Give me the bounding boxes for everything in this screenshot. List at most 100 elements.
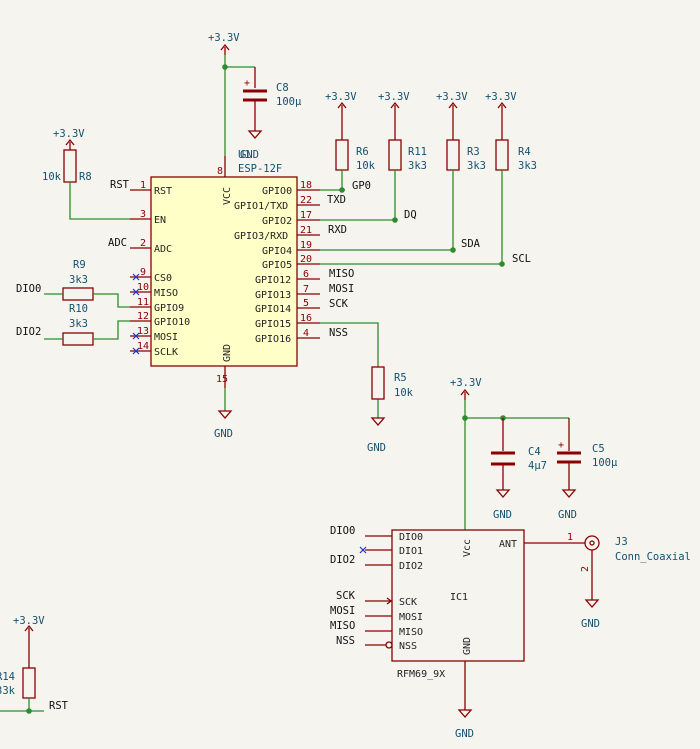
svg-text:21: 21 — [300, 225, 312, 236]
svg-text:GPIO5: GPIO5 — [262, 260, 292, 271]
capacitor-c5[interactable]: + C5 100µ — [557, 418, 618, 470]
label-sck-esp: SCK — [329, 298, 349, 310]
svg-text:4: 4 — [303, 328, 309, 339]
svg-text:J3: J3 — [615, 536, 628, 548]
power-3v3-r11: +3.3V — [378, 91, 410, 140]
svg-text:R4: R4 — [518, 146, 531, 158]
no-connect-markers — [132, 273, 367, 554]
label-dio0-esp: DIO0 — [16, 283, 41, 295]
resistor-r11[interactable]: R11 3k3 — [388, 139, 427, 172]
svg-text:3k3: 3k3 — [69, 274, 88, 286]
rfm69-body[interactable] — [391, 529, 525, 662]
power-3v3-r6: +3.3V — [325, 91, 357, 140]
gnd-c8: GND — [240, 113, 263, 161]
svg-text:GPIO10: GPIO10 — [154, 317, 190, 328]
label-adc: ADC — [108, 237, 127, 249]
gnd-j3: GND — [581, 560, 600, 630]
svg-text:10k: 10k — [394, 387, 414, 399]
resistor-r3[interactable]: R3 3k3 — [446, 139, 486, 172]
connector-j3[interactable]: 1 2 J3 Conn_Coaxial — [567, 532, 691, 572]
svg-text:R6: R6 — [356, 146, 369, 158]
svg-text:GPIO3/RXD: GPIO3/RXD — [234, 231, 288, 242]
svg-text:3: 3 — [140, 209, 146, 220]
svg-text:1: 1 — [567, 532, 573, 543]
svg-text:MISO: MISO — [154, 288, 178, 299]
esp-value: ESP-12F — [238, 163, 282, 175]
resistor-r14[interactable]: R14 33k — [0, 667, 36, 699]
svg-text:DIO2: DIO2 — [399, 561, 423, 572]
svg-text:10k: 10k — [42, 171, 62, 183]
svg-text:MISO: MISO — [399, 627, 423, 638]
svg-text:DIO0: DIO0 — [399, 532, 423, 543]
svg-text:MISO: MISO — [330, 620, 355, 632]
svg-text:+3.3V: +3.3V — [378, 91, 410, 103]
svg-text:RST: RST — [154, 186, 172, 197]
resistor-r6[interactable]: R6 10k — [335, 139, 376, 172]
svg-text:+3.3V: +3.3V — [325, 91, 357, 103]
rfm-gnd-pin: GND — [462, 637, 473, 655]
svg-text:C5: C5 — [592, 443, 605, 455]
svg-text:12: 12 — [137, 311, 149, 322]
capacitor-c8[interactable]: + C8 100µ — [243, 67, 302, 113]
resistor-r5[interactable]: R5 10k — [371, 366, 414, 400]
resistor-r4[interactable]: R4 3k3 — [495, 139, 537, 172]
svg-text:MOSI: MOSI — [154, 332, 178, 343]
svg-text:+3.3V: +3.3V — [53, 128, 85, 140]
svg-text:6: 6 — [303, 269, 309, 280]
rfm-vcc-pin: Vcc — [462, 539, 473, 557]
svg-text:13: 13 — [137, 326, 149, 337]
svg-text:R3: R3 — [467, 146, 480, 158]
label-txd: TXD — [327, 194, 346, 206]
svg-text:C4: C4 — [528, 446, 541, 458]
svg-text:SCK: SCK — [399, 597, 417, 608]
svg-text:ADC: ADC — [154, 244, 172, 255]
label-miso-esp: MISO — [329, 268, 354, 280]
svg-text:3k3: 3k3 — [467, 160, 486, 172]
svg-text:NSS: NSS — [336, 635, 355, 647]
esp-vcc-pin-name: VCC — [222, 187, 233, 205]
resistor-r8[interactable]: R8 10k — [42, 149, 92, 183]
svg-text:DIO2: DIO2 — [330, 554, 355, 566]
svg-text:DIO1: DIO1 — [399, 546, 423, 557]
svg-text:4µ7: 4µ7 — [528, 460, 547, 472]
power-3v3-r14: +3.3V — [13, 615, 45, 668]
svg-text:DIO0: DIO0 — [330, 525, 355, 537]
esp-left-pins: 1 RST 3 EN 2 ADC 9 CS0 10 MISO 11 GPIO9 … — [137, 180, 190, 358]
label-gp0: GP0 — [352, 180, 371, 192]
svg-text:10k: 10k — [356, 160, 376, 172]
svg-text:100µ: 100µ — [276, 96, 302, 108]
rfm-net-labels: DIO0 DIO2 SCK MOSI MISO NSS — [330, 525, 356, 647]
svg-text:33k: 33k — [0, 685, 16, 697]
svg-text:GPIO13: GPIO13 — [255, 290, 291, 301]
svg-text:R11: R11 — [408, 146, 427, 158]
rfm-ref: IC1 — [450, 592, 468, 603]
svg-text:3k3: 3k3 — [408, 160, 427, 172]
resistor-r10[interactable]: R10 3k3 — [62, 303, 94, 346]
capacitor-c4[interactable]: C4 4µ7 — [491, 418, 547, 472]
svg-text:C8: C8 — [276, 82, 289, 94]
svg-text:18: 18 — [300, 180, 312, 191]
svg-text:GPIO0: GPIO0 — [262, 186, 292, 197]
svg-text:3k3: 3k3 — [518, 160, 537, 172]
svg-text:GPIO9: GPIO9 — [154, 303, 184, 314]
svg-text:3k3: 3k3 — [69, 318, 88, 330]
svg-text:22: 22 — [300, 195, 312, 206]
svg-text:GND: GND — [581, 618, 600, 630]
svg-text:+3.3V: +3.3V — [485, 91, 517, 103]
label-dq: DQ — [404, 209, 417, 221]
svg-text:14: 14 — [137, 341, 149, 352]
resistor-r9[interactable]: R9 3k3 — [62, 259, 94, 301]
svg-text:GPIO1/TXD: GPIO1/TXD — [234, 201, 288, 212]
svg-text:10: 10 — [137, 282, 149, 293]
svg-text:GPIO16: GPIO16 — [255, 334, 291, 345]
gnd-r5: GND — [367, 399, 386, 454]
svg-text:NSS: NSS — [399, 641, 417, 652]
svg-text:19: 19 — [300, 240, 312, 251]
label-sda: SDA — [461, 238, 481, 250]
svg-text:MOSI: MOSI — [330, 605, 355, 617]
svg-text:+: + — [244, 78, 250, 89]
esp12f-body[interactable] — [150, 176, 298, 367]
svg-text:2: 2 — [580, 566, 591, 572]
power-3v3-r4: +3.3V — [485, 91, 517, 140]
